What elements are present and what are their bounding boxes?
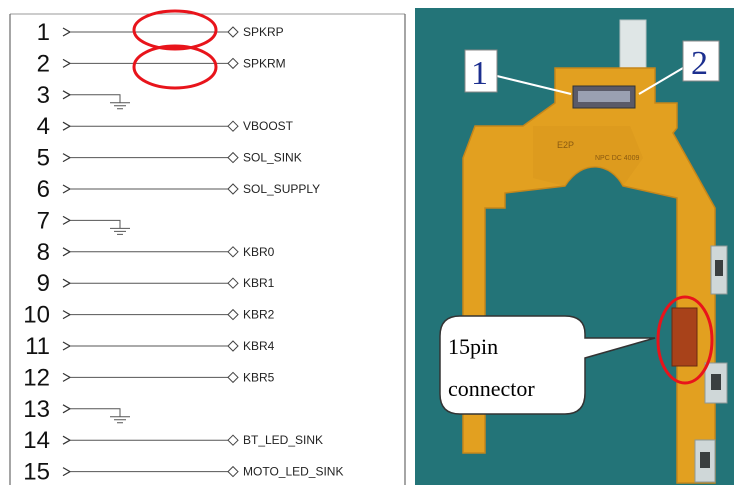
- callout-box-1: [464, 49, 498, 93]
- pin-number: 15: [23, 459, 50, 485]
- pin-arrow-icon: [62, 310, 72, 320]
- pin-label: VBOOST: [243, 119, 294, 133]
- pin-row: 12 KBR5: [23, 364, 274, 391]
- pin-number: 3: [37, 82, 50, 109]
- pin-row: 7: [37, 207, 130, 235]
- pin-number: 13: [23, 396, 50, 423]
- pin-label: SPKRP: [243, 25, 284, 39]
- pin-number: 2: [37, 50, 50, 77]
- pin-arrow-icon: [62, 372, 72, 382]
- speech-bubble: [439, 315, 656, 415]
- pin-number: 1: [37, 19, 50, 46]
- callout-box-2: [682, 40, 720, 82]
- pin-label: KBR4: [243, 339, 275, 353]
- pin-number: 14: [23, 427, 50, 454]
- pin-number: 11: [25, 333, 50, 360]
- pin-label: MOTO_LED_SINK: [243, 465, 343, 479]
- pin-arrow-icon: [62, 467, 72, 477]
- ground-icon: [110, 227, 130, 235]
- pin-arrow-icon: [62, 27, 72, 37]
- pin-arrow-icon: [62, 184, 72, 194]
- pin-number: 7: [37, 207, 50, 234]
- pin-row: 10 KBR2: [23, 302, 274, 329]
- pin-row: 5 SOL_SINK: [37, 145, 302, 172]
- pin-arrow-icon: [62, 247, 72, 257]
- pin-label: KBR2: [243, 308, 275, 322]
- svg-text:E2P: E2P: [557, 140, 574, 150]
- svg-text:NPC DC 4009: NPC DC 4009: [595, 155, 639, 162]
- port-diamond-icon: [227, 308, 239, 321]
- pin-number: 6: [37, 176, 50, 203]
- pin-arrow-icon: [62, 153, 72, 163]
- highlight-circle-pin2: [132, 44, 218, 90]
- pin-schematic: 1 SPKRP 2 SPKRM 3 4 VBOOST 5 SOL_SINK 6 SOL_SUPPLY…: [9, 9, 406, 486]
- port-diamond-icon: [227, 183, 239, 195]
- port-diamond-icon: [227, 120, 239, 132]
- schematic-panel: 1 SPKRP 2 SPKRM 3 4 VBOOST 5 SOL_SINK 6 SOL_SUPPLY…: [9, 9, 406, 486]
- callout-2-label: 2: [691, 45, 708, 82]
- port-diamond-icon: [227, 57, 239, 70]
- pin-label: KBR5: [243, 370, 275, 384]
- pin-row: 9 KBR1: [37, 270, 275, 297]
- port-diamond-icon: [227, 371, 239, 384]
- port-diamond-icon: [227, 277, 239, 289]
- pin-label: SOL_SINK: [243, 151, 302, 165]
- pin-row: 1 SPKRP: [37, 19, 284, 46]
- pin-number: 9: [37, 270, 50, 297]
- pin-arrow-icon: [62, 278, 72, 288]
- ground-icon: [110, 416, 130, 424]
- pin-number: 12: [23, 364, 50, 391]
- port-diamond-icon: [227, 246, 239, 258]
- pin-arrow-icon: [62, 404, 72, 414]
- pin-arrow-icon: [62, 435, 72, 445]
- pin-number: 10: [23, 302, 50, 329]
- bubble-line1: 15pin: [448, 334, 498, 359]
- pin-row: 3: [37, 82, 130, 110]
- pin-label: KBR1: [243, 276, 275, 290]
- ground-icon: [110, 102, 130, 110]
- pin-arrow-icon: [62, 341, 72, 351]
- port-diamond-icon: [227, 151, 239, 164]
- pin-arrow-icon: [62, 121, 72, 131]
- pin-number: 8: [37, 239, 50, 266]
- pin-label: SOL_SUPPLY: [243, 182, 320, 196]
- port-diamond-icon: [227, 465, 239, 478]
- pin-arrow-icon: [62, 58, 72, 68]
- pin-row: 13: [23, 396, 130, 424]
- port-diamond-icon: [227, 340, 239, 352]
- pin-number: 5: [37, 145, 50, 172]
- connector-highlight-circle: [656, 295, 714, 385]
- highlight-circle-pin1: [132, 9, 218, 51]
- bubble-line2: connector: [448, 376, 535, 401]
- port-diamond-icon: [227, 434, 239, 446]
- pin-row: 11 KBR4: [25, 333, 275, 360]
- pin-row: 15 MOTO_LED_SINK: [23, 459, 343, 486]
- pin-arrow-icon: [62, 90, 72, 100]
- pin-label: KBR0: [243, 245, 275, 259]
- pin-arrow-icon: [62, 215, 72, 225]
- pcb-photo: E2P NPC DC 4009 1 2 15pin connector: [415, 8, 734, 485]
- pin-number: 4: [37, 113, 50, 140]
- pin-row: 4 VBOOST: [37, 113, 294, 140]
- callout-1-label: 1: [471, 55, 488, 92]
- pin-row: 2 SPKRM: [37, 50, 286, 77]
- pin-row: 6 SOL_SUPPLY: [37, 176, 321, 203]
- port-diamond-icon: [227, 26, 239, 38]
- pin-label: SPKRM: [243, 56, 286, 70]
- pin-row: 8 KBR0: [37, 239, 275, 266]
- flex-pcb-illustration: E2P NPC DC 4009 1 2 15pin connector: [415, 8, 734, 485]
- 15pin-connector: [671, 307, 698, 367]
- pin-row: 14 BT_LED_SINK: [23, 427, 323, 454]
- pin-label: BT_LED_SINK: [243, 433, 323, 447]
